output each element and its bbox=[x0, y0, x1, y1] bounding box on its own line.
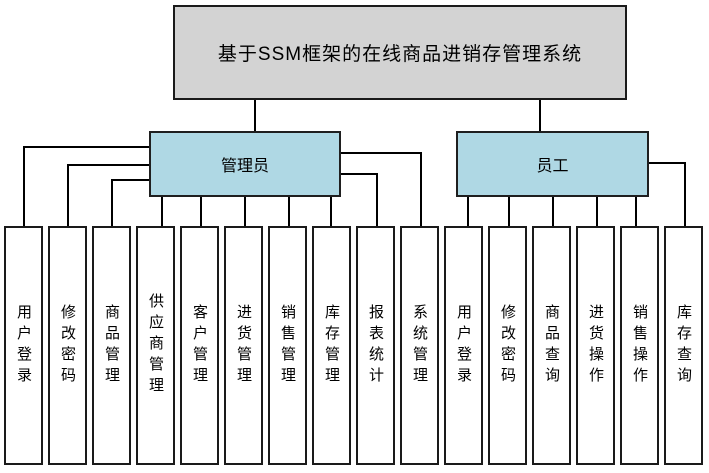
leaf-label: 修改密码 bbox=[59, 303, 76, 388]
leaf-employee-purchase-op: 进货操作 bbox=[576, 226, 615, 465]
connector-title-admin bbox=[254, 100, 256, 131]
connector-emp-c2 bbox=[508, 197, 510, 226]
leaf-employee-product-query: 商品查询 bbox=[532, 226, 571, 465]
root-title-label: 基于SSM框架的在线商品进销存管理系统 bbox=[217, 44, 583, 65]
leaf-admin-change-password: 修改密码 bbox=[48, 226, 87, 465]
connector-emp-c1 bbox=[467, 197, 469, 226]
leaf-label: 库存查询 bbox=[675, 303, 692, 388]
connector-emp-c5 bbox=[635, 197, 637, 226]
leaf-label: 进货操作 bbox=[587, 303, 604, 388]
leaf-label: 用户登录 bbox=[455, 303, 472, 388]
leaf-label: 客户管理 bbox=[191, 303, 208, 388]
leaf-admin-inventory-mgmt: 库存管理 bbox=[312, 226, 351, 465]
leaf-admin-system-mgmt: 系统管理 bbox=[400, 226, 439, 465]
connector-admin-c9-v bbox=[376, 173, 378, 226]
connector-admin-c10-v bbox=[420, 152, 422, 226]
leaf-label: 商品管理 bbox=[103, 303, 120, 388]
connector-admin-c4 bbox=[161, 197, 163, 226]
leaf-label: 销售管理 bbox=[279, 303, 296, 388]
leaf-label: 库存管理 bbox=[323, 303, 340, 388]
leaf-employee-inventory-query: 库存查询 bbox=[664, 226, 703, 465]
connector-title-employee bbox=[539, 100, 541, 131]
leaf-employee-user-login: 用户登录 bbox=[444, 226, 483, 465]
connector-admin-c6 bbox=[244, 197, 246, 226]
connector-admin-c1-v bbox=[23, 146, 25, 226]
leaf-admin-user-login: 用户登录 bbox=[4, 226, 43, 465]
connector-admin-c7 bbox=[288, 197, 290, 226]
connector-emp-c4 bbox=[596, 197, 598, 226]
leaf-admin-report-stats: 报表统计 bbox=[356, 226, 395, 465]
connector-admin-c2-v bbox=[67, 164, 69, 226]
leaf-label: 供应商管理 bbox=[147, 293, 164, 398]
employee-role-label: 员工 bbox=[536, 158, 569, 175]
connector-admin-c3-v bbox=[111, 179, 113, 226]
employee-role-box: 员工 bbox=[456, 131, 649, 197]
leaf-label: 用户登录 bbox=[15, 303, 32, 388]
connector-admin-c3-h bbox=[111, 179, 149, 181]
leaf-label: 销售操作 bbox=[631, 303, 648, 388]
admin-role-label: 管理员 bbox=[220, 158, 269, 175]
leaf-label: 报表统计 bbox=[367, 303, 384, 388]
admin-role-box: 管理员 bbox=[149, 131, 341, 197]
connector-emp-c6-h bbox=[649, 162, 686, 164]
connector-admin-c5 bbox=[200, 197, 202, 226]
leaf-admin-product-mgmt: 商品管理 bbox=[92, 226, 131, 465]
connector-emp-c6-v bbox=[684, 162, 686, 226]
leaf-employee-change-password: 修改密码 bbox=[488, 226, 527, 465]
leaf-admin-customer-mgmt: 客户管理 bbox=[180, 226, 219, 465]
leaf-label: 进货管理 bbox=[235, 303, 252, 388]
leaf-employee-sales-op: 销售操作 bbox=[620, 226, 659, 465]
leaf-label: 系统管理 bbox=[411, 303, 428, 388]
connector-admin-c8 bbox=[330, 197, 332, 226]
connector-admin-c10-h bbox=[341, 152, 422, 154]
leaf-admin-supplier-mgmt: 供应商管理 bbox=[136, 226, 175, 465]
connector-admin-c9-h bbox=[341, 173, 378, 175]
connector-admin-c2-h bbox=[67, 164, 149, 166]
leaf-admin-purchase-mgmt: 进货管理 bbox=[224, 226, 263, 465]
connector-admin-c1-h bbox=[23, 146, 149, 148]
leaf-admin-sales-mgmt: 销售管理 bbox=[268, 226, 307, 465]
leaf-label: 修改密码 bbox=[499, 303, 516, 388]
connector-emp-c3 bbox=[552, 197, 554, 226]
leaf-label: 商品查询 bbox=[543, 303, 560, 388]
root-title-box: 基于SSM框架的在线商品进销存管理系统 bbox=[173, 5, 627, 100]
